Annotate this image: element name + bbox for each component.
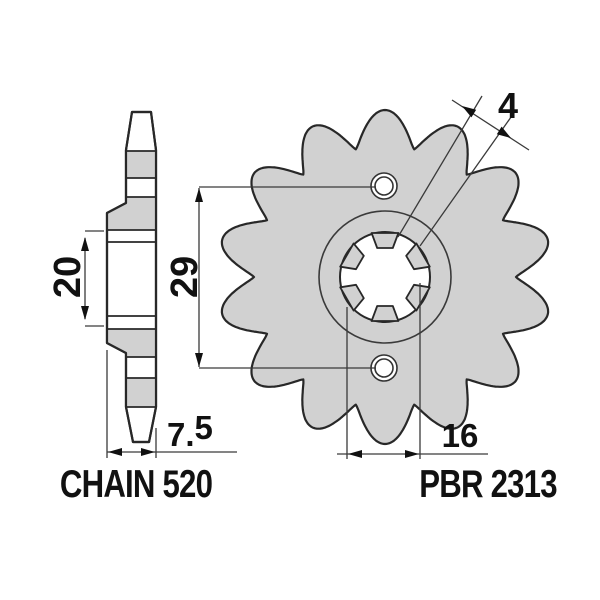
dim-tooth-pocket: 16 [337,283,488,459]
side-view-outline-stroke [105,110,158,444]
side-flange-bottom [107,329,156,357]
dim-tooth-thickness: 4 [397,85,530,247]
front-view [220,108,550,446]
dimensions: 20 29 4 7.5 [47,85,530,459]
spline-tab [370,232,400,249]
dim-4-label: 4 [498,85,518,126]
hub-circle [318,210,452,344]
arrow-down-icon [195,353,203,367]
dim-hub-length: 20 [47,230,104,327]
dim-7-5-main: 7. [167,416,195,453]
dim-16-label: 16 [442,417,479,454]
spline-tab [339,242,365,271]
arrow-up-icon [81,237,89,251]
dim-7-5-label: 7.5 [167,409,213,453]
side-roller-band-bottom [126,378,156,407]
dim-7-5-sup: 5 [195,409,213,446]
arrow-right-icon [405,450,419,458]
side-view [105,110,158,444]
arrow-left-icon [108,448,122,456]
side-roller-band-top [126,151,156,178]
arrow-upleft-icon [462,106,477,118]
arrow-downright-icon [496,126,511,138]
dim-29-label: 29 [164,256,206,298]
arrow-left-icon [348,450,362,458]
spline-tab [370,305,400,322]
arrow-up-icon [195,188,203,202]
labels: CHAIN 520 PBR 2313 [60,463,558,506]
chain-size-label: CHAIN 520 [60,463,212,506]
side-section-lines [107,150,156,408]
arrow-right-icon [141,448,155,456]
dim-20-label: 20 [47,256,89,298]
extension-line-1 [397,95,483,238]
dim-profile-width: 7.5 [106,350,237,458]
part-number-label: PBR 2313 [419,463,557,506]
spline-tab [339,283,365,312]
arrow-down-icon [81,306,89,320]
spline-teeth [339,232,431,322]
spline-tab [405,283,431,312]
spline-tab [405,242,431,271]
mount-hole-top [370,172,398,200]
side-flange-top [107,197,156,230]
